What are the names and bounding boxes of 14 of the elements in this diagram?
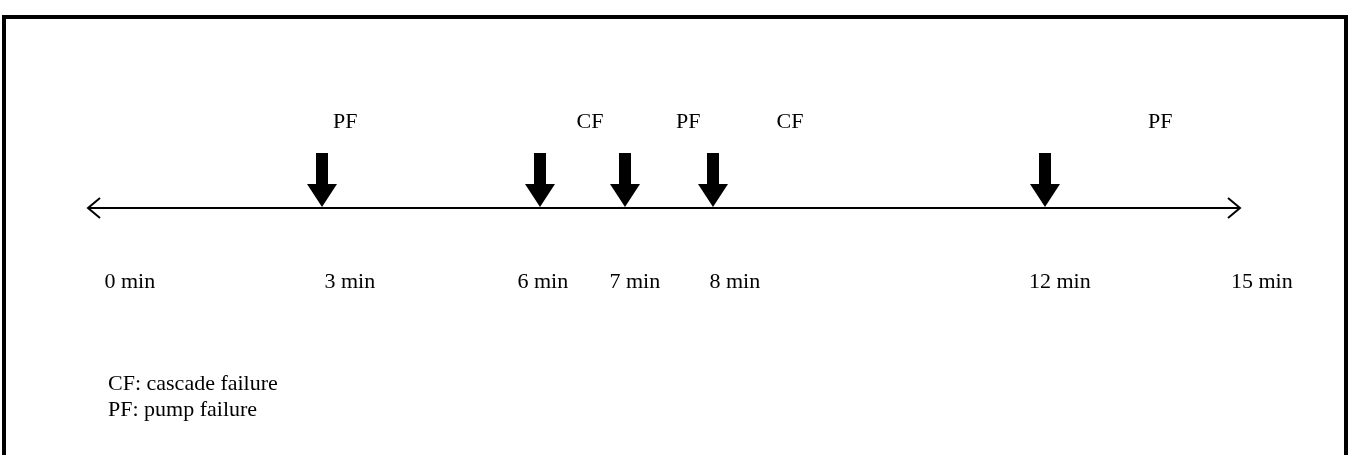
event-label: PF bbox=[333, 108, 358, 134]
time-label: 6 min bbox=[517, 268, 569, 294]
event-label: PF bbox=[676, 108, 701, 134]
key-text: PF: pump failure bbox=[108, 396, 258, 422]
time-label: 15 min bbox=[1231, 268, 1293, 294]
time-label: 7 min bbox=[609, 268, 661, 294]
time-label: 3 min bbox=[324, 268, 376, 294]
event-label: CF bbox=[776, 108, 804, 134]
time-label: 12 min bbox=[1029, 268, 1091, 294]
time-label: 8 min bbox=[709, 268, 761, 294]
event-label: PF bbox=[1148, 108, 1173, 134]
key-text: CF: cascade failure bbox=[108, 370, 278, 396]
time-label: 0 min bbox=[104, 268, 156, 294]
event-label: CF bbox=[576, 108, 604, 134]
